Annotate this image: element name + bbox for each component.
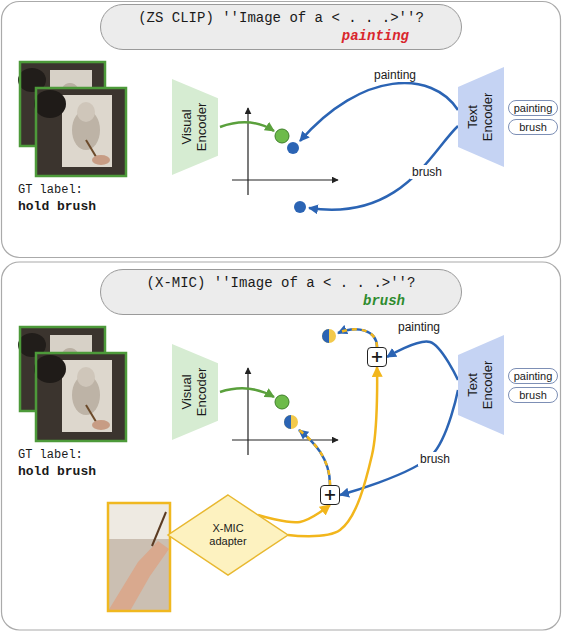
mixed-dot (284, 415, 298, 429)
connector-arrow (288, 367, 377, 536)
hand (92, 155, 110, 165)
frame-border (36, 88, 126, 176)
embedding-dot (275, 395, 289, 409)
prompt-pill: (X-MIC) ''Image of a < . . .>''?brush (100, 269, 462, 315)
mixed-dot (284, 415, 291, 429)
sum-box: + (320, 485, 340, 505)
hand-image (108, 503, 170, 611)
node-text: Text Encoder (466, 87, 496, 147)
video-frames (18, 62, 126, 176)
node-text: + (370, 349, 383, 365)
mixed-arrow (338, 329, 377, 347)
node-text: brush (519, 388, 547, 402)
head (34, 90, 66, 118)
class-tag: painting (508, 100, 558, 116)
answer-text: painting (101, 27, 461, 45)
panel (2, 262, 561, 630)
connector-arrow (387, 342, 458, 380)
mixed-dot (322, 329, 329, 343)
class-tag: brush (508, 119, 558, 135)
node-text: brush (519, 120, 547, 134)
embedding-dot (287, 142, 299, 154)
adapter-diamond-outline (168, 495, 288, 575)
image-border (108, 503, 170, 611)
connectors (258, 342, 458, 537)
embedding-dot (294, 201, 306, 213)
arrow-label: painting (372, 68, 418, 82)
sum-box: + (367, 347, 387, 367)
node-text: painting (514, 369, 553, 383)
text-encoder-outline (458, 67, 504, 167)
embedding-arrow (309, 126, 458, 210)
panel (2, 2, 561, 258)
axis (247, 368, 248, 455)
visual-encoder: Visual Encoder (172, 344, 218, 440)
connector-arrow (340, 390, 458, 495)
embedding-arrow (220, 388, 274, 397)
visual-encoder-outline (172, 79, 218, 175)
gt-caption: GT label: (18, 183, 83, 198)
embedding-dot (275, 129, 289, 143)
arm (108, 541, 169, 611)
video-frames (18, 327, 126, 441)
gt-caption: GT label: (18, 448, 83, 463)
answer-text: brush (101, 292, 461, 310)
node-text: Text Encoder (466, 355, 496, 415)
adapter-diamond: X-MIC adapter (168, 495, 288, 575)
class-tag: painting (508, 368, 558, 384)
canvas (62, 95, 112, 167)
connector-arrow (258, 505, 330, 522)
brush-stick (152, 512, 166, 546)
text-encoder: Text Encoder (458, 335, 504, 435)
image-bg (108, 503, 170, 611)
paper (108, 503, 170, 539)
mixed-arrow (299, 430, 330, 485)
mixed-arrow (299, 430, 330, 485)
node-text: X-MIC adapter (200, 522, 256, 547)
arrow-label: brush (410, 165, 444, 179)
node-text: painting (514, 101, 553, 115)
text-encoder-outline (458, 335, 504, 435)
node-text: Visual Encoder (180, 97, 210, 157)
prompt-pill: (ZS CLIP) ''Image of a < . . .>''?painti… (100, 4, 462, 50)
gt-value: hold brush (18, 199, 96, 215)
visual-encoder-outline (172, 344, 218, 440)
axis (232, 439, 338, 440)
embedding-arrow (220, 122, 274, 131)
node-text: + (323, 487, 336, 503)
node-text: (X-MIC) ''Image of a < . . .>''? (147, 274, 416, 292)
edge-label: brush (418, 452, 452, 466)
visual-encoder: Visual Encoder (172, 79, 218, 175)
mixed-arrow (338, 329, 377, 347)
axis (247, 108, 248, 195)
bust-head (77, 102, 95, 122)
mixed-dot (322, 329, 336, 343)
gt-value: hold brush (18, 464, 96, 480)
class-tag: brush (508, 387, 558, 403)
text-encoder: Text Encoder (458, 67, 504, 167)
node-text: (ZS CLIP) ''Image of a < . . .>''? (138, 9, 424, 27)
embedding-arrow (300, 83, 458, 141)
axis (232, 179, 338, 180)
edge-label: painting (396, 320, 442, 334)
node-text: Visual Encoder (180, 362, 210, 422)
